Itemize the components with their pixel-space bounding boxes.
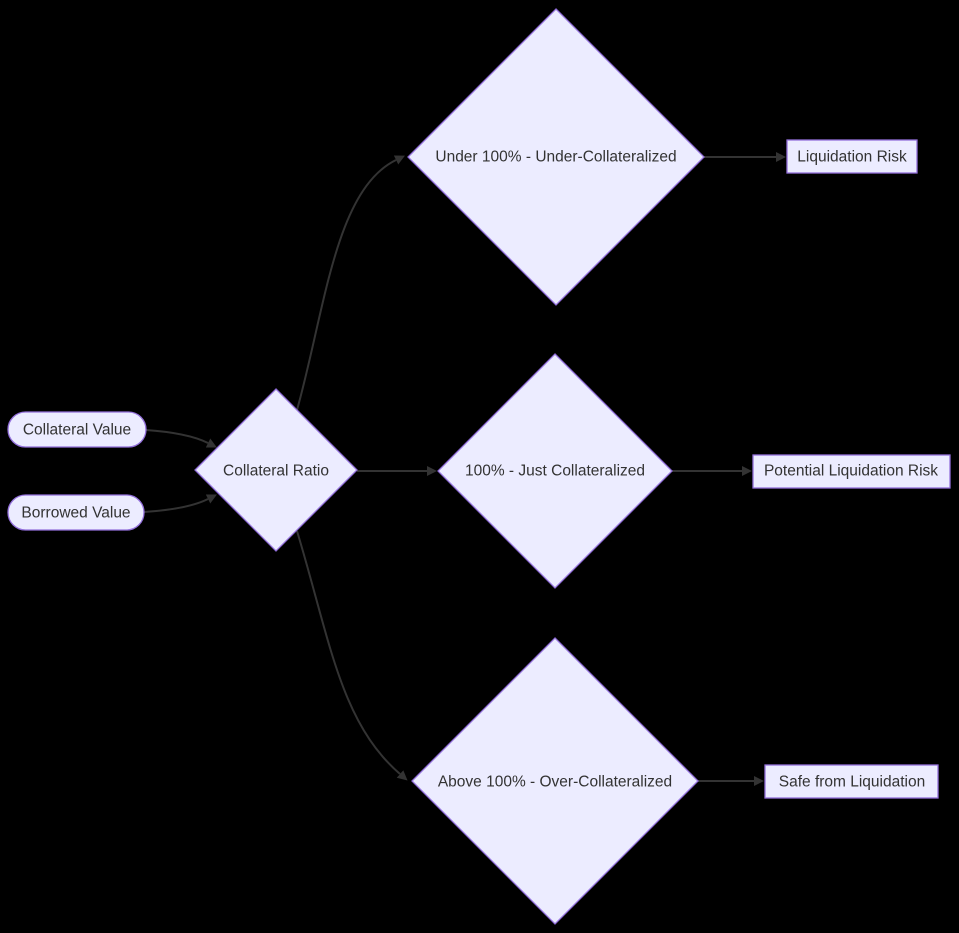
- edge-collateral-ratio-to-under-collateralized: [296, 155, 405, 411]
- safe-from-liquidation-label: Safe from Liquidation: [779, 774, 925, 791]
- edge-collateral-ratio-to-over-collateralized: [296, 530, 408, 781]
- node-safe-from-liquidation: Safe from Liquidation: [764, 764, 939, 799]
- edge-borrowed-value-to-collateral-ratio: [143, 494, 217, 513]
- borrowed-value-label: Borrowed Value: [21, 505, 130, 522]
- under-collateralized-label: Under 100% - Under-Collateralized: [435, 149, 676, 166]
- potential-liquidation-risk-label: Potential Liquidation Risk: [764, 463, 938, 480]
- node-just-collateralized: 100% - Just Collateralized: [437, 353, 673, 589]
- under-collateralized-shape: [407, 8, 705, 306]
- borrowed-value-shape: [7, 494, 145, 531]
- safe-from-liquidation-shape: [764, 764, 939, 799]
- collateral-ratio-shape: [194, 388, 358, 552]
- edge-layer: [143, 152, 786, 786]
- collateral-value-shape: [7, 411, 147, 448]
- just-collateralized-label: 100% - Just Collateralized: [465, 463, 645, 480]
- node-liquidation-risk: Liquidation Risk: [786, 139, 918, 174]
- node-collateral-value: Collateral Value: [7, 411, 147, 448]
- over-collateralized-label: Above 100% - Over-Collateralized: [438, 774, 672, 791]
- node-over-collateralized: Above 100% - Over-Collateralized: [411, 637, 699, 925]
- over-collateralized-shape: [411, 637, 699, 925]
- potential-liquidation-risk-shape: [752, 454, 951, 489]
- node-collateral-ratio: Collateral Ratio: [194, 388, 358, 552]
- collateral-value-label: Collateral Value: [23, 422, 131, 439]
- liquidation-risk-label: Liquidation Risk: [797, 149, 907, 166]
- just-collateralized-shape: [437, 353, 673, 589]
- node-borrowed-value: Borrowed Value: [7, 494, 145, 531]
- node-under-collateralized: Under 100% - Under-Collateralized: [407, 8, 705, 306]
- edge-collateral-value-to-collateral-ratio: [145, 429, 217, 448]
- liquidation-risk-shape: [786, 139, 918, 174]
- collateral-ratio-label: Collateral Ratio: [223, 463, 329, 480]
- node-potential-liquidation-risk: Potential Liquidation Risk: [752, 454, 951, 489]
